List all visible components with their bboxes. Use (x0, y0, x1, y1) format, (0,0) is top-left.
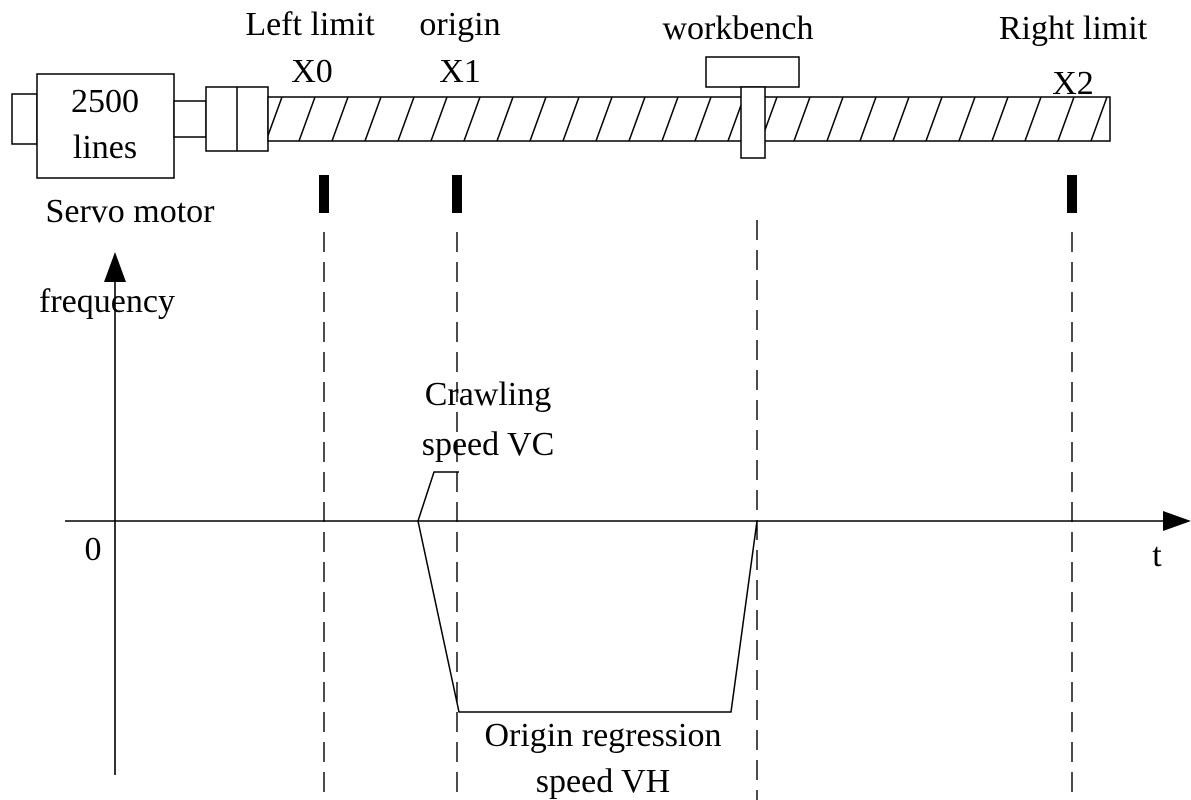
screw-thread-line (925, 96, 943, 142)
screw-thread-line (991, 96, 1009, 142)
regression-speed-label-line2: speed VH (536, 763, 670, 800)
screw-thread-line (496, 96, 514, 142)
screw-thread-line (1057, 96, 1075, 142)
screw-thread-line (793, 96, 811, 142)
regression-speed-label-line1: Origin regression (484, 717, 721, 754)
x-axis-arrow-icon (1163, 511, 1191, 531)
lead-screw (267, 96, 1111, 142)
screw-thread-line (331, 96, 349, 142)
screw-thread-line (958, 96, 976, 142)
crawl-speed-leader (417, 471, 459, 522)
screw-thread-line (826, 96, 844, 142)
screw-thread-line (267, 96, 283, 136)
crawl-speed-label-line2: speed VC (422, 426, 555, 463)
screw-thread-line (463, 96, 481, 142)
screw-thread-line (1090, 96, 1108, 142)
y-axis-arrow-icon (104, 252, 126, 282)
origin-input: X1 (439, 53, 481, 90)
screw-thread-line (859, 96, 877, 142)
left-limit-label: Left limit (245, 6, 375, 43)
screw-thread-line (298, 96, 316, 142)
crawl-speed-label-line1: Crawling (425, 376, 552, 413)
screw-thread-line (1024, 96, 1042, 142)
servo-motor-caption: Servo motor (45, 193, 215, 230)
origin-sensor (452, 175, 462, 213)
workbench (705, 56, 800, 159)
screw-thread-line (364, 96, 382, 142)
speed-profile-curve (417, 520, 758, 713)
screw-thread-line (628, 96, 646, 142)
y-axis-label: frequency (39, 283, 175, 320)
left-limit-sensor (319, 175, 329, 213)
right-limit-sensor (1067, 175, 1077, 213)
origin-label: origin (419, 6, 500, 43)
screw-thread-line (892, 96, 910, 142)
encoder-lines-unit: lines (73, 129, 137, 166)
screw-thread-line (562, 96, 580, 142)
origin-zero-label: 0 (85, 531, 102, 568)
left-limit-input: X0 (291, 53, 333, 90)
right-limit-label: Right limit (999, 10, 1148, 47)
right-limit-input: X2 (1052, 65, 1094, 102)
screw-thread-line (529, 96, 547, 142)
screw-thread-line (661, 96, 679, 142)
x-axis-label: t (1152, 537, 1162, 574)
screw-thread-line (595, 96, 613, 142)
servo-motor (11, 73, 269, 179)
workbench-label: workbench (662, 10, 813, 47)
screw-thread-line (694, 96, 712, 142)
screw-thread-line (397, 96, 415, 142)
screw-thread-line (430, 96, 448, 142)
encoder-lines-value: 2500 (71, 83, 139, 120)
